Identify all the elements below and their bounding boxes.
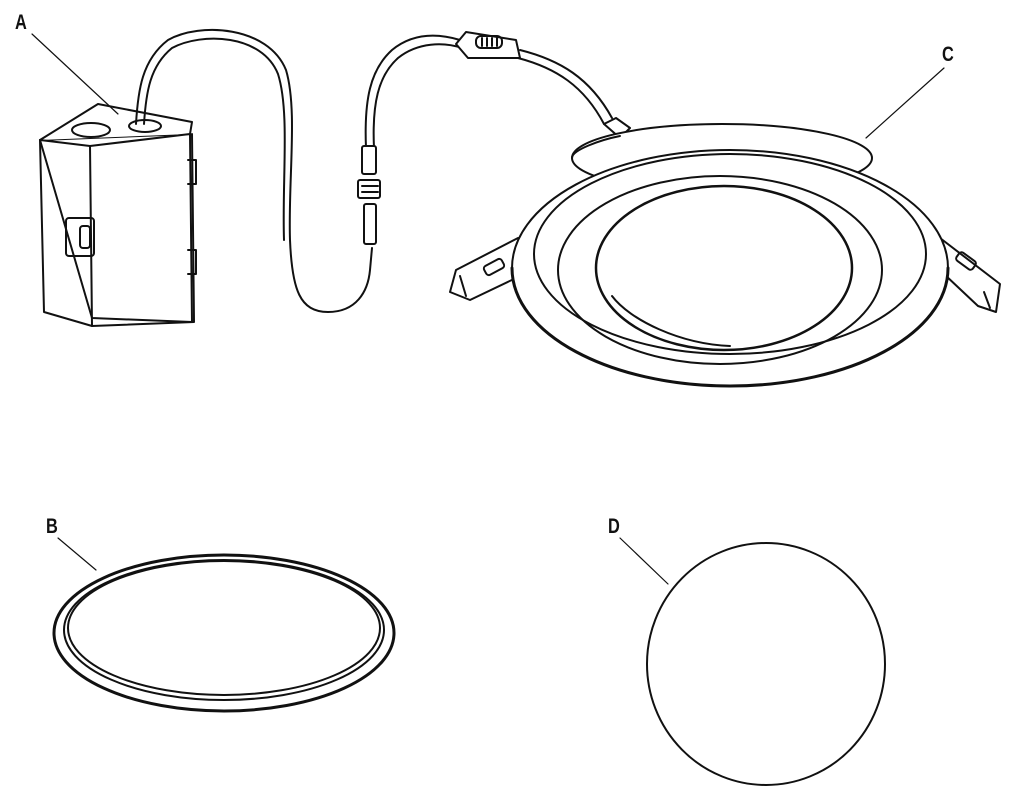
leader-line-a — [31, 33, 119, 115]
callout-label-c: C — [942, 43, 954, 66]
leader-line-c — [865, 67, 945, 139]
callout-label-b: B — [46, 515, 58, 538]
junction-box — [39, 103, 197, 327]
leader-line-b — [57, 537, 97, 571]
callout-label-d: D — [608, 515, 620, 538]
round-lens-cover — [646, 542, 886, 786]
recessed-light-fixture — [449, 123, 1001, 388]
trim-ring — [52, 553, 396, 713]
callout-label-a: A — [15, 11, 27, 34]
leader-line-d — [619, 537, 669, 585]
wiring — [135, 29, 631, 313]
